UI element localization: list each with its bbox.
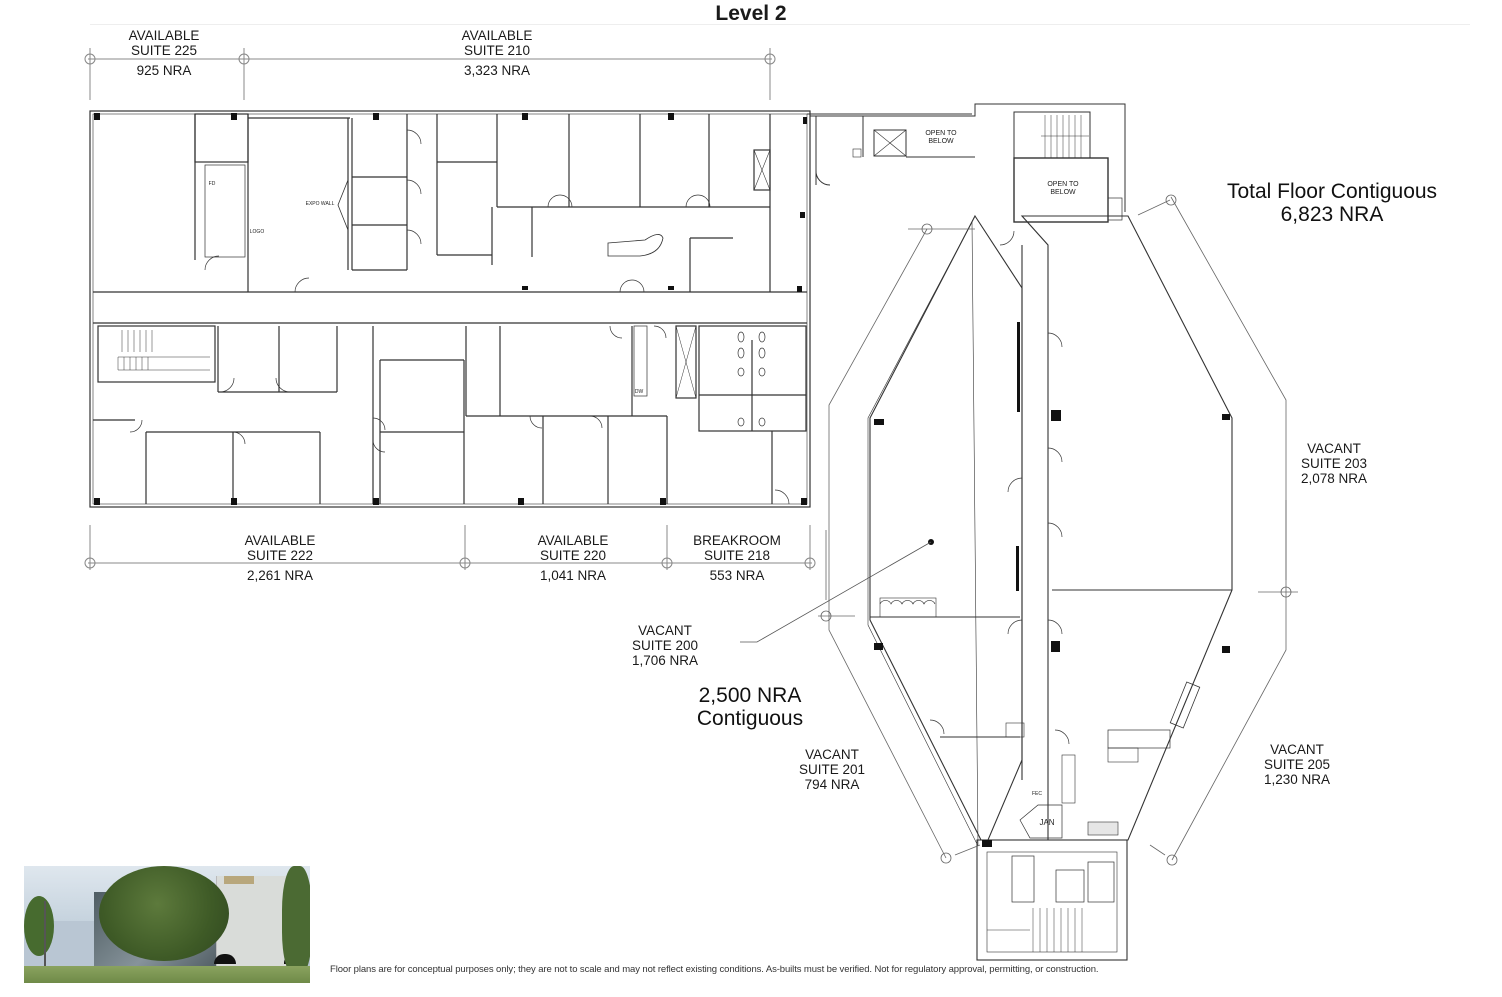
total-floor-contiguous: Total Floor Contiguous 6,823 NRA — [1192, 180, 1472, 226]
suite-nra: 1,230 NRA — [1263, 772, 1331, 787]
suite-status: VACANT — [1270, 742, 1324, 757]
suite-status: VACANT — [638, 623, 692, 638]
suite-218-label: BREAKROOM SUITE 218 553 NRA — [677, 533, 797, 583]
suite-210-label: AVAILABLE SUITE 210 3,323 NRA — [437, 28, 557, 78]
total-floor-nra: 6,823 NRA — [1280, 203, 1384, 226]
suite-205-label: VACANT SUITE 205 1,230 NRA — [1237, 742, 1357, 787]
suite-220-label: AVAILABLE SUITE 220 1,041 NRA — [513, 533, 633, 583]
contiguous-text: Contiguous — [696, 707, 804, 730]
photo-tree — [99, 866, 229, 961]
photo-tree — [24, 896, 54, 956]
suite-number: SUITE 210 — [463, 43, 531, 58]
suite-status: BREAKROOM — [693, 533, 781, 548]
suite-nra: 2,078 NRA — [1300, 471, 1368, 486]
suite-203-label: VACANT SUITE 203 2,078 NRA — [1274, 441, 1394, 486]
suite-201-label: VACANT SUITE 201 794 NRA — [772, 747, 892, 792]
photo-tree — [282, 866, 310, 976]
suite-222-label: AVAILABLE SUITE 222 2,261 NRA — [210, 533, 350, 583]
open-to-below-label: OPEN TO BELOW — [925, 130, 957, 145]
suite-nra: 3,323 NRA — [463, 63, 531, 78]
photo-awning — [214, 954, 236, 964]
suite-status: VACANT — [1307, 441, 1361, 456]
suite-nra: 2,261 NRA — [246, 568, 314, 583]
photo-light-pole — [44, 901, 46, 981]
suite-status: AVAILABLE — [128, 28, 200, 43]
suite-status: AVAILABLE — [244, 533, 316, 548]
suite-nra: 794 NRA — [804, 777, 860, 792]
suite-number: SUITE 225 — [130, 43, 198, 58]
suite-number: SUITE 200 — [631, 638, 699, 653]
title-divider — [90, 24, 1470, 25]
building-photo — [24, 866, 310, 983]
suite-nra: 925 NRA — [136, 63, 192, 78]
fec-label: FEC — [1032, 791, 1042, 797]
suite-number: SUITE 218 — [703, 548, 771, 563]
dw-label: DW — [634, 389, 644, 395]
suite-status: AVAILABLE — [461, 28, 533, 43]
janitor-label: JAN — [1039, 818, 1055, 827]
suite-nra: 1,041 NRA — [539, 568, 607, 583]
page-title: Level 2 — [715, 2, 787, 25]
open-to-below-label: OPEN TO BELOW — [1047, 181, 1079, 196]
photo-vent — [224, 876, 254, 884]
contiguous-nra: 2,500 NRA — [698, 684, 802, 707]
suite-200-label: VACANT SUITE 200 1,706 NRA — [605, 623, 725, 668]
suite-225-label: AVAILABLE SUITE 225 925 NRA — [104, 28, 224, 78]
contiguous-2500-label: 2,500 NRA Contiguous — [660, 684, 840, 730]
suite-number: SUITE 201 — [798, 762, 866, 777]
suite-nra: 553 NRA — [709, 568, 765, 583]
photo-lawn — [24, 966, 310, 983]
suite-number: SUITE 222 — [246, 548, 314, 563]
fd-label: FD — [208, 181, 216, 187]
suite-number: SUITE 205 — [1263, 757, 1331, 772]
suite-status: VACANT — [805, 747, 859, 762]
total-floor-title: Total Floor Contiguous — [1226, 180, 1438, 203]
disclaimer-text: Floor plans are for conceptual purposes … — [330, 964, 1099, 975]
logo-label: LOGO — [249, 229, 265, 235]
suite-nra: 1,706 NRA — [631, 653, 699, 668]
suite-status: AVAILABLE — [537, 533, 609, 548]
suite-number: SUITE 220 — [539, 548, 607, 563]
suite-number: SUITE 203 — [1300, 456, 1368, 471]
expo-wall-label: EXPO WALL — [305, 201, 335, 207]
